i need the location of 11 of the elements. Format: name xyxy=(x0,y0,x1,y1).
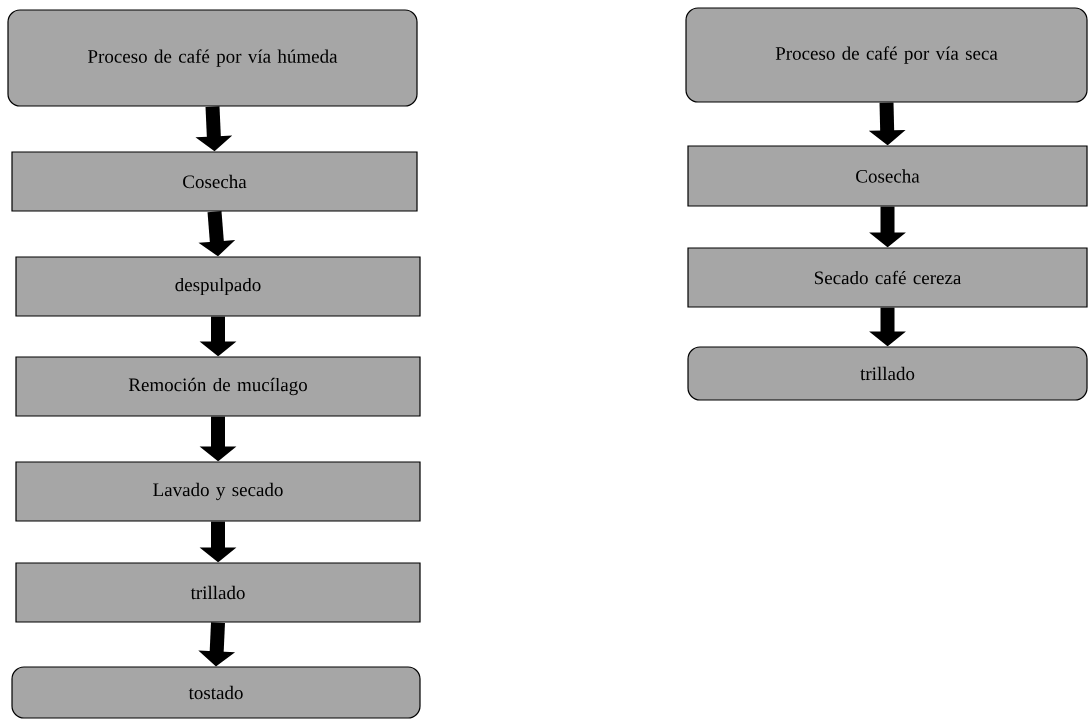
process-box: Secado café cereza xyxy=(687,247,1088,308)
start-end-box: trillado xyxy=(687,346,1088,401)
process-box: despulpado xyxy=(15,256,421,317)
process-box: Cosecha xyxy=(11,151,418,212)
process-box: Remoción de mucílago xyxy=(15,356,421,417)
process-box: Cosecha xyxy=(687,145,1088,207)
process-box: Lavado y secado xyxy=(15,461,421,522)
start-end-box: tostado xyxy=(11,666,421,719)
start-end-box: Proceso de café por vía seca xyxy=(685,7,1088,103)
process-box: trillado xyxy=(15,562,421,623)
start-end-box: Proceso de café por vía húmeda xyxy=(7,9,418,107)
